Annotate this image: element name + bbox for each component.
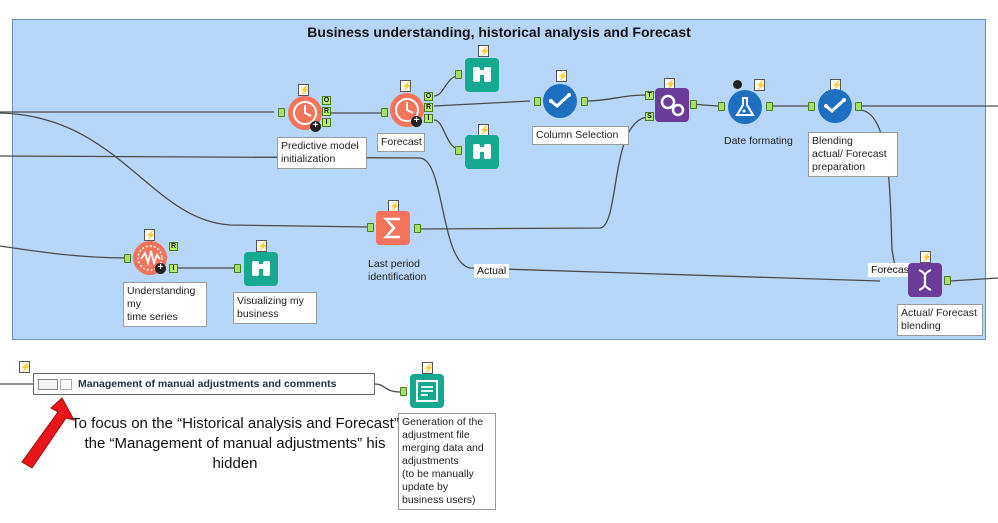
wire-input-understanding (0, 245, 129, 259)
port-i[interactable]: I (424, 114, 433, 123)
wire-lastperiod-join (419, 116, 649, 230)
actual-forecast-blend-label: Actual/ Forecast blending (897, 304, 983, 336)
join-tool[interactable] (655, 88, 689, 122)
wire-input-lastperiod (0, 112, 369, 228)
container-title: Business understanding, historical analy… (307, 24, 691, 40)
input-anchor[interactable] (455, 146, 462, 155)
output-anchor[interactable] (855, 102, 862, 111)
input-anchor[interactable] (534, 97, 541, 106)
sigma-icon (383, 217, 400, 239)
wire-tag-actual: Actual (474, 264, 510, 278)
port-s[interactable]: S (645, 112, 654, 121)
output-anchor[interactable] (944, 276, 951, 285)
column-selection-label: Column Selection (532, 126, 629, 145)
blending-prep-label: Blending actual/ Forecast preparation (808, 132, 898, 177)
checkmark-icon (824, 98, 846, 113)
search-icon (733, 80, 742, 89)
input-anchor[interactable] (381, 108, 388, 117)
forecast-label: Forecast (377, 133, 425, 152)
blending-prep-tool[interactable] (818, 89, 852, 123)
container-toggle[interactable] (60, 379, 72, 390)
clock-icon (293, 101, 317, 125)
gears-icon (660, 94, 685, 117)
plus-icon: + (411, 116, 422, 127)
understanding-label: Understanding my time series (123, 282, 207, 327)
binoculars-icon (473, 67, 491, 82)
input-anchor[interactable] (455, 70, 462, 79)
input-anchor[interactable] (367, 223, 374, 232)
date-formating-tool[interactable] (728, 90, 762, 124)
column-selection-tool[interactable] (543, 84, 577, 118)
predictive-init-label: Predictive model initialization (277, 137, 367, 169)
plus-icon: + (155, 263, 166, 274)
document-edit-icon (416, 380, 438, 402)
expand-toggle[interactable] (38, 379, 58, 390)
input-anchor[interactable] (400, 387, 407, 396)
adjustment-file-label: Generation of the adjustment file mergin… (398, 413, 496, 510)
port-i[interactable]: I (169, 264, 178, 273)
input-anchor[interactable] (234, 264, 241, 273)
port-o[interactable]: O (322, 96, 331, 105)
port-t[interactable]: T (645, 91, 654, 100)
bolt-icon: ⚡ (400, 80, 413, 92)
wire-mgmt-out (374, 383, 401, 393)
wire-colsel-join (585, 94, 649, 102)
collapsed-container[interactable]: Management of manual adjustments and com… (33, 373, 375, 395)
flask-icon (735, 97, 755, 116)
input-anchor[interactable] (808, 102, 815, 111)
port-r[interactable]: R (169, 242, 178, 251)
plus-icon: + (310, 121, 321, 132)
red-arrow-icon (21, 397, 75, 469)
wire-forecast-colsel (433, 100, 531, 107)
browse-tool-bottom[interactable] (465, 135, 499, 169)
wire-tag-forecast: Forecast (868, 263, 915, 277)
port-i[interactable]: I (322, 118, 331, 127)
timeseries-icon (137, 245, 163, 271)
last-period-tool[interactable] (376, 211, 410, 245)
bolt-icon: ⚡ (144, 229, 157, 241)
clock-icon (395, 98, 419, 122)
input-anchor[interactable] (718, 102, 725, 111)
actual-forecast-blend-tool[interactable] (908, 263, 942, 297)
wire-actualblend-out (949, 277, 998, 282)
bolt-icon: ⚡ (920, 251, 933, 263)
bolt-icon: ⚡ (422, 362, 435, 374)
bolt-icon: ⚡ (256, 240, 269, 252)
collapsed-container-title: Management of manual adjustments and com… (78, 378, 337, 390)
bolt-icon: ⚡ (478, 45, 491, 57)
dna-icon (918, 269, 932, 291)
date-formating-label: Date formating (724, 135, 793, 147)
input-anchor[interactable] (124, 254, 131, 263)
port-r[interactable]: R (322, 107, 331, 116)
visualizing-tool[interactable] (244, 252, 278, 286)
bolt-icon: ⚡ (298, 84, 311, 96)
port-o[interactable]: O (424, 92, 433, 101)
wire-actual (0, 155, 881, 282)
browse-tool-top[interactable] (465, 58, 499, 92)
output-anchor[interactable] (581, 97, 588, 106)
bolt-icon: ⚡ (556, 70, 569, 82)
output-anchor[interactable] (690, 100, 697, 109)
checkmark-icon (549, 93, 571, 108)
binoculars-icon (252, 261, 270, 276)
visualizing-label: Visualizing my business (233, 292, 317, 324)
adjustment-file-tool[interactable] (410, 374, 444, 408)
binoculars-icon (473, 144, 491, 159)
input-anchor[interactable] (278, 108, 285, 117)
output-anchor[interactable] (414, 224, 421, 233)
annotation-text: To focus on the “Historical analysis and… (71, 415, 399, 472)
output-anchor[interactable] (766, 102, 773, 111)
port-r[interactable]: R (424, 103, 433, 112)
bolt-icon: ⚡ (754, 79, 767, 91)
last-period-label: Last period identification (368, 258, 427, 283)
bolt-icon: ⚡ (19, 361, 32, 373)
